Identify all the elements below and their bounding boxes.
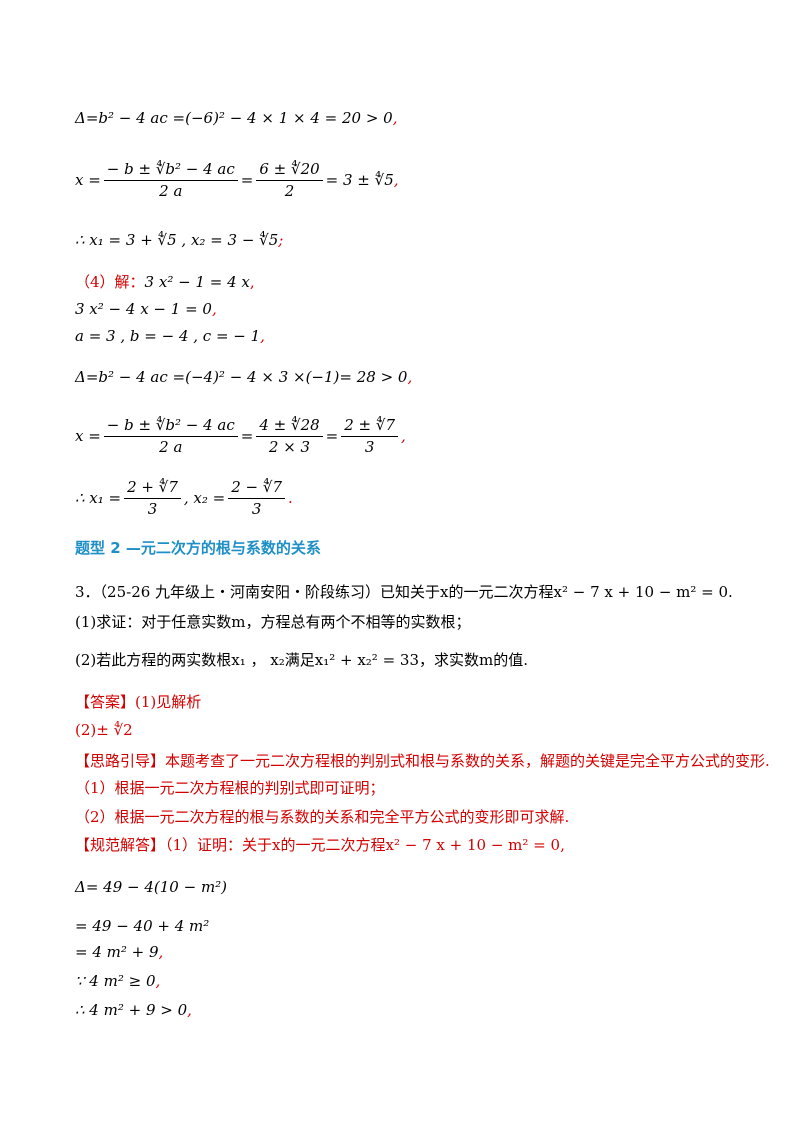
problem-intro: 3．（25-26 九年级上・河南安阳・阶段练习）已知关于x的一元二次方程x² −… <box>75 583 733 601</box>
roots-line-1: ∴ x₁ = 3 + ∜5 , x₂ = 3 − ∜5; <box>75 231 284 249</box>
hint-step-1: （1）根据一元二次方程根的判别式即可证明； <box>75 779 385 797</box>
hint-label: 【思路引导】 <box>75 752 166 770</box>
solution-line: 【规范解答】（1）证明：关于x的一元二次方程x² − 7 x + 10 − m²… <box>75 836 565 854</box>
section-title: 题型 2 —元二次方的根与系数的关系 <box>75 539 321 557</box>
solution-label: 【规范解答】 <box>75 836 166 854</box>
solution-delta-3: = 4 m² + 9, <box>75 943 164 961</box>
problem-part-2: (2)若此方程的两实数根x₁ ， x₂满足x₁² + x₂² = 33，求实数m… <box>75 651 528 669</box>
hint-line: 【思路引导】本题考查了一元二次方程根的判别式和根与系数的关系，解题的关键是完全平… <box>75 752 770 770</box>
solution-delta-1: Δ= 49 − 4(10 − m²) <box>75 878 228 896</box>
red-comma: , <box>392 109 398 127</box>
problem-part-1: (1)求证：对于任意实数m，方程总有两个不相等的实数根； <box>75 613 471 631</box>
solution-therefore: ∴ 4 m² + 9 > 0, <box>75 1001 192 1019</box>
answer-line-1: 【答案】(1)见解析 <box>75 693 202 711</box>
coefficients-line: a = 3 , b = − 4 , c = − 1, <box>75 327 265 345</box>
answer-line-2: (2)± ∜2 <box>75 721 133 739</box>
delta-line-2: Δ=b² − 4 ac =(−4)² − 4 × 3 ×(−1)= 28 > 0… <box>75 368 413 386</box>
hint-step-2: （2）根据一元二次方程的根与系数的关系和完全平方公式的变形即可求解. <box>75 808 570 826</box>
solution-because: ∵ 4 m² ≥ 0, <box>75 972 161 990</box>
delta-line-1: Δ=b² − 4 ac =(−6)² − 4 × 1 × 4 = 20 > 0, <box>75 109 398 127</box>
solution-delta-2: = 49 − 40 + 4 m² <box>75 917 210 935</box>
standard-form-line: 3 x² − 4 x − 1 = 0, <box>75 300 217 318</box>
part4-equation: （4）解：3 x² − 1 = 4 x, <box>75 273 255 291</box>
answer-label: 【答案】 <box>75 693 136 711</box>
